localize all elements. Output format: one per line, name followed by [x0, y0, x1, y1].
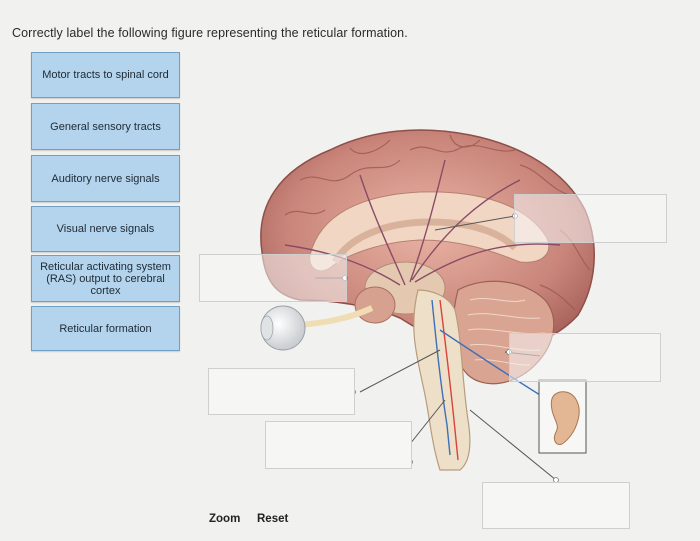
- label-general-sensory-tracts[interactable]: General sensory tracts: [31, 103, 180, 150]
- label-reticular-formation[interactable]: Reticular formation: [31, 306, 180, 351]
- brainstem: [413, 289, 471, 471]
- drop-target-1[interactable]: [514, 194, 667, 243]
- ear-icon: [550, 391, 580, 445]
- drop-target-3[interactable]: [509, 333, 661, 382]
- reset-button[interactable]: Reset: [257, 513, 289, 525]
- optic-nerve: [299, 305, 374, 328]
- tracts: [284, 159, 561, 461]
- label-ras-output[interactable]: Reticular activating system (RAS) output…: [31, 255, 180, 302]
- zoom-button[interactable]: Zoom: [209, 513, 241, 525]
- gyri-lines: [284, 134, 591, 311]
- label-auditory-nerve-signals[interactable]: Auditory nerve signals: [31, 155, 180, 202]
- fornix: [331, 218, 518, 264]
- drop-target-2[interactable]: [199, 254, 347, 302]
- eye-lens: [260, 315, 274, 341]
- label-motor-tracts[interactable]: Motor tracts to spinal cord: [31, 52, 180, 98]
- label-visual-nerve-signals[interactable]: Visual nerve signals: [31, 206, 180, 252]
- drop-target-4[interactable]: [208, 368, 355, 415]
- drop-target-5[interactable]: [265, 421, 412, 469]
- hypothalamus: [354, 286, 396, 324]
- drop-target-6[interactable]: [482, 482, 630, 529]
- instruction-text: Correctly label the following figure rep…: [12, 26, 408, 40]
